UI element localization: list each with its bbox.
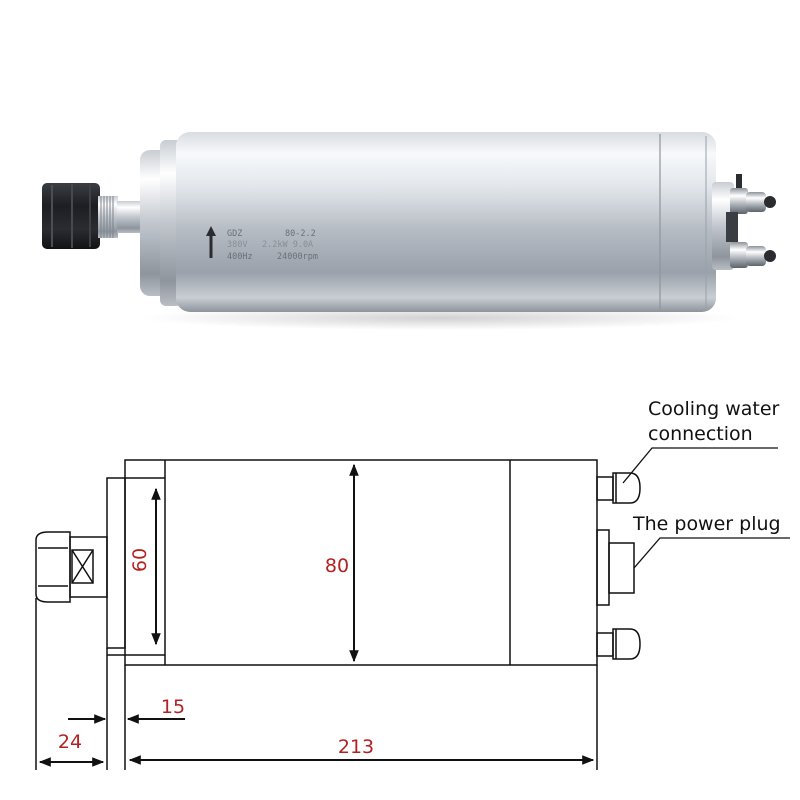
drawing-collet-nut (35, 531, 71, 603)
power-leader-line (633, 537, 790, 569)
engraving-plate: GDZ 80-2.2 380V 2.2kW 9.0A 400Hz 24000rp… (206, 226, 318, 262)
drawing-power-plug (596, 529, 635, 606)
drawing-fitting-bottom (596, 628, 641, 660)
dim-213-value: 213 (338, 736, 374, 758)
engraving-power: 2.2kW 9.0A (262, 240, 313, 250)
rear-fitting-bottom (730, 242, 776, 268)
engraving-model: GDZ (227, 229, 242, 239)
rear-cap (712, 182, 734, 270)
drawing-front-flange (106, 477, 126, 649)
cooling-leader-line (622, 447, 778, 484)
engraving-speed: 24000rpm (277, 252, 318, 262)
dim-80-value: 80 (325, 555, 349, 577)
drawing-fitting-top (596, 472, 641, 504)
technical-drawing (35, 447, 790, 770)
drawing-nose (69, 536, 108, 598)
spindle-body (176, 132, 716, 312)
drawing-body-outline (124, 459, 598, 666)
spindle-shaft (117, 201, 143, 233)
dim-15-value: 15 (161, 696, 185, 718)
spindle-photo: GDZ 80-2.2 380V 2.2kW 9.0A 400Hz 24000rp… (42, 132, 776, 330)
cooling-label-line1: Cooling water (648, 398, 780, 420)
cooling-label-line2: connection (648, 423, 753, 445)
engraving-model-code: 80-2.2 (285, 229, 316, 239)
dim-60-value: 60 (129, 548, 151, 572)
dim-24-value: 24 (58, 731, 82, 753)
engraving-voltage: 380V (227, 240, 247, 250)
rear-fitting-top (730, 174, 776, 214)
power-plug-label: The power plug (632, 513, 781, 535)
engraving-frequency: 400Hz (227, 252, 253, 262)
